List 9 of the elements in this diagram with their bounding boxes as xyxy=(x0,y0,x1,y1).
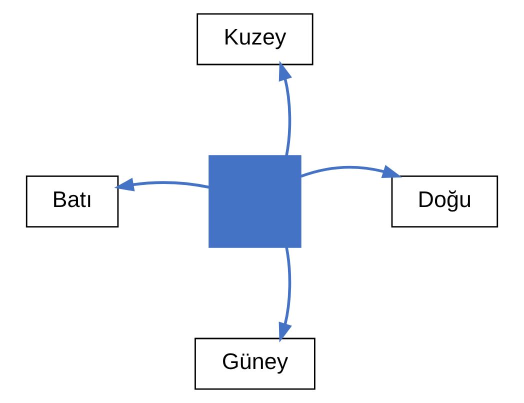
arrow xyxy=(278,60,292,156)
arrow xyxy=(278,247,292,342)
node-box: Kuzey xyxy=(196,13,314,66)
node-cross xyxy=(208,155,302,248)
node-box: Doğu xyxy=(391,176,498,228)
arrow xyxy=(114,178,210,192)
arrow xyxy=(300,164,402,178)
node-box: Güney xyxy=(194,338,316,390)
node-box: Batı xyxy=(26,176,119,228)
